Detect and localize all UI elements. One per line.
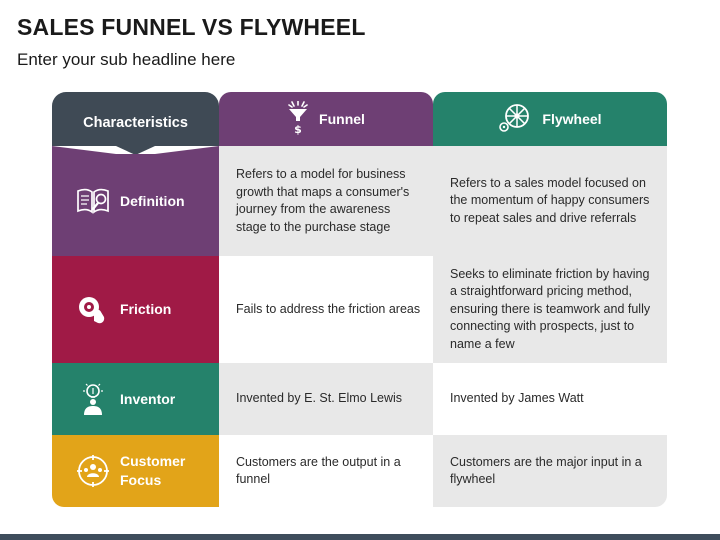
row-label-customer-focus: Customer Focus [52,435,219,507]
customer-focus-flywheel-cell: Customers are the major input in a flywh… [433,435,667,507]
page-title: SALES FUNNEL VS FLYWHEEL [17,14,366,40]
flywheel-icon [498,103,532,136]
flywheel-header: Flywheel [433,92,667,146]
book-magnifier-icon [76,184,110,218]
footer-bar [0,534,720,540]
inventor-funnel-cell: Invented by E. St. Elmo Lewis [219,363,433,435]
page-subtitle: Enter your sub headline here [17,50,236,69]
row-label-definition-text: Definition [120,192,185,209]
inventor-flywheel-cell: Invented by James Watt [433,363,667,435]
row-label-inventor-text: Inventor [120,390,176,407]
funnel-header: $ Funnel [219,92,433,146]
friction-funnel-cell: Fails to address the friction areas [219,256,433,363]
funnel-dollar-icon: $ [287,99,309,138]
characteristics-header-shape [52,92,219,155]
row-label-definition: Definition [52,146,219,256]
flywheel-header-label: Flywheel [542,111,602,127]
customer-target-icon [76,454,110,488]
characteristics-header: Characteristics [83,115,188,131]
definition-flywheel-cell: Refers to a sales model focused on the m… [433,146,667,256]
svg-text:$: $ [294,123,302,135]
friction-flywheel-cell: Seeks to eliminate friction by having a … [433,256,667,363]
customer-focus-funnel-cell: Customers are the output in a funnel [219,435,433,507]
friction-hand-icon [76,293,110,327]
definition-funnel-cell: Refers to a model for business growth th… [219,146,433,256]
row-label-inventor: Inventor [52,363,219,435]
row-label-friction: Friction [52,256,219,363]
lightbulb-person-icon [76,382,110,416]
row-label-friction-text: Friction [120,301,172,317]
funnel-header-label: Funnel [319,111,365,127]
row-label-customer-focus-text: Customer Focus [120,453,186,488]
